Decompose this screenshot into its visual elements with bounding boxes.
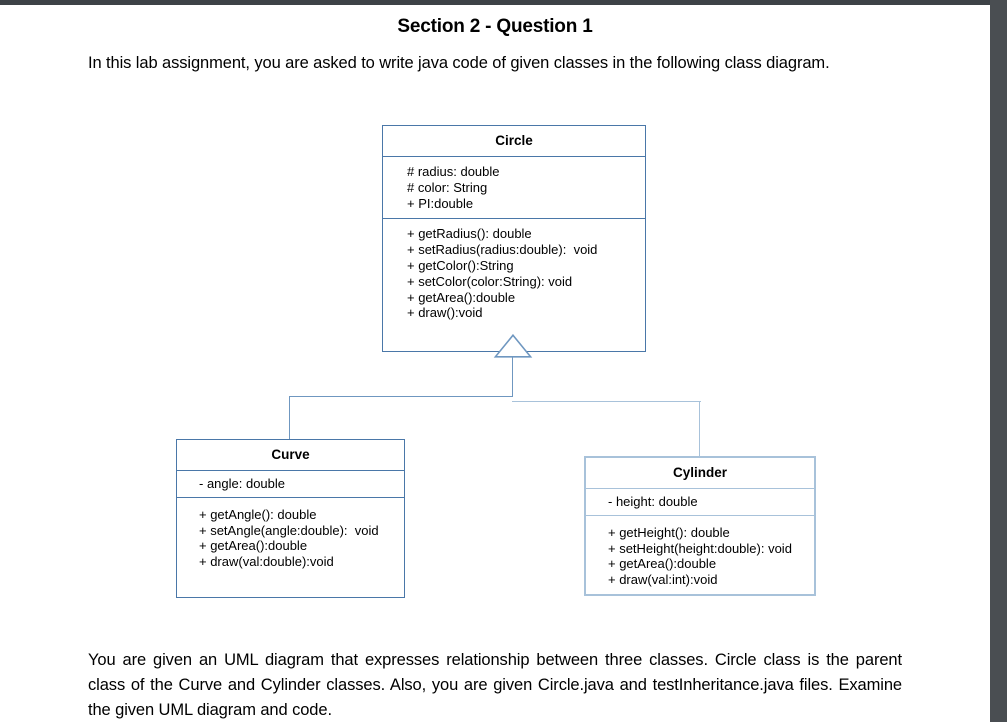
inheritance-bus-left (289, 396, 513, 398)
uml-divider (177, 496, 404, 498)
uml-class-circle[interactable]: Circle # radius: double # color: String … (382, 125, 646, 353)
uml-method: + getHeight(): double (608, 524, 730, 540)
uml-divider (586, 488, 814, 489)
uml-attribute: - angle: double (199, 476, 286, 491)
window-top-bar (0, 0, 1007, 5)
outro-paragraph: You are given an UML diagram that expres… (88, 651, 902, 719)
uml-attributes-circle: # radius: double # color: String + PI:do… (383, 157, 645, 218)
intro-paragraph: In this lab assignment, you are asked to… (88, 54, 830, 72)
uml-methods-cylinder: + getHeight(): double + setHeight(height… (586, 516, 814, 595)
uml-class-name-cylinder: Cylinder (672, 465, 727, 480)
inheritance-stem (512, 357, 514, 397)
uml-class-diagram: Circle # radius: double # color: String … (0, 110, 990, 630)
uml-method: + draw(val:int):void (608, 572, 718, 588)
document-page: Section 2 - Question 1 In this lab assig… (0, 5, 990, 722)
inheritance-triangle-icon (493, 333, 533, 358)
uml-attribute: # radius: double (407, 164, 500, 179)
uml-method: + getRadius(): double (407, 226, 532, 242)
inheritance-bus-right (512, 401, 701, 403)
uml-divider (383, 218, 645, 220)
uml-attributes-cylinder: - height: double (586, 489, 814, 515)
uml-method: + getAngle(): double (199, 506, 317, 522)
uml-attribute: - height: double (608, 494, 698, 509)
uml-method: + getArea():double (608, 556, 717, 572)
uml-methods-circle: + getRadius(): double + setRadius(radius… (383, 219, 645, 351)
inheritance-drop-cylinder (699, 401, 701, 457)
uml-method: + setHeight(height:double): void (608, 540, 792, 556)
page-title: Section 2 - Question 1 (397, 16, 593, 37)
uml-method: + setAngle(angle:double): void (199, 522, 379, 538)
uml-class-name-curve: Curve (271, 447, 310, 462)
uml-method: + getArea():double (407, 289, 516, 305)
uml-method: + getColor():String (407, 257, 514, 273)
uml-divider (383, 156, 645, 157)
uml-class-name-circle: Circle (495, 133, 533, 148)
uml-method: + getArea():double (199, 538, 308, 554)
uml-divider (586, 514, 814, 516)
uml-method: + setRadius(radius:double): void (407, 242, 598, 258)
inheritance-drop-curve (289, 396, 291, 440)
uml-attribute: + PI:double (407, 195, 474, 211)
uml-attribute: # color: String (407, 179, 488, 195)
uml-methods-curve: + getAngle(): double + setAngle(angle:do… (177, 498, 404, 577)
uml-method: + draw():void (407, 305, 483, 321)
window-right-gutter (990, 0, 1007, 722)
uml-divider (177, 470, 404, 471)
uml-class-curve[interactable]: Curve - angle: double + getAngle(): doub… (176, 439, 405, 598)
uml-method: + draw(val:double):void (199, 554, 334, 570)
uml-method: + setColor(color:String): void (407, 273, 573, 289)
uml-class-cylinder[interactable]: Cylinder - height: double + getHeight():… (584, 456, 816, 596)
uml-attributes-curve: - angle: double (177, 471, 404, 497)
